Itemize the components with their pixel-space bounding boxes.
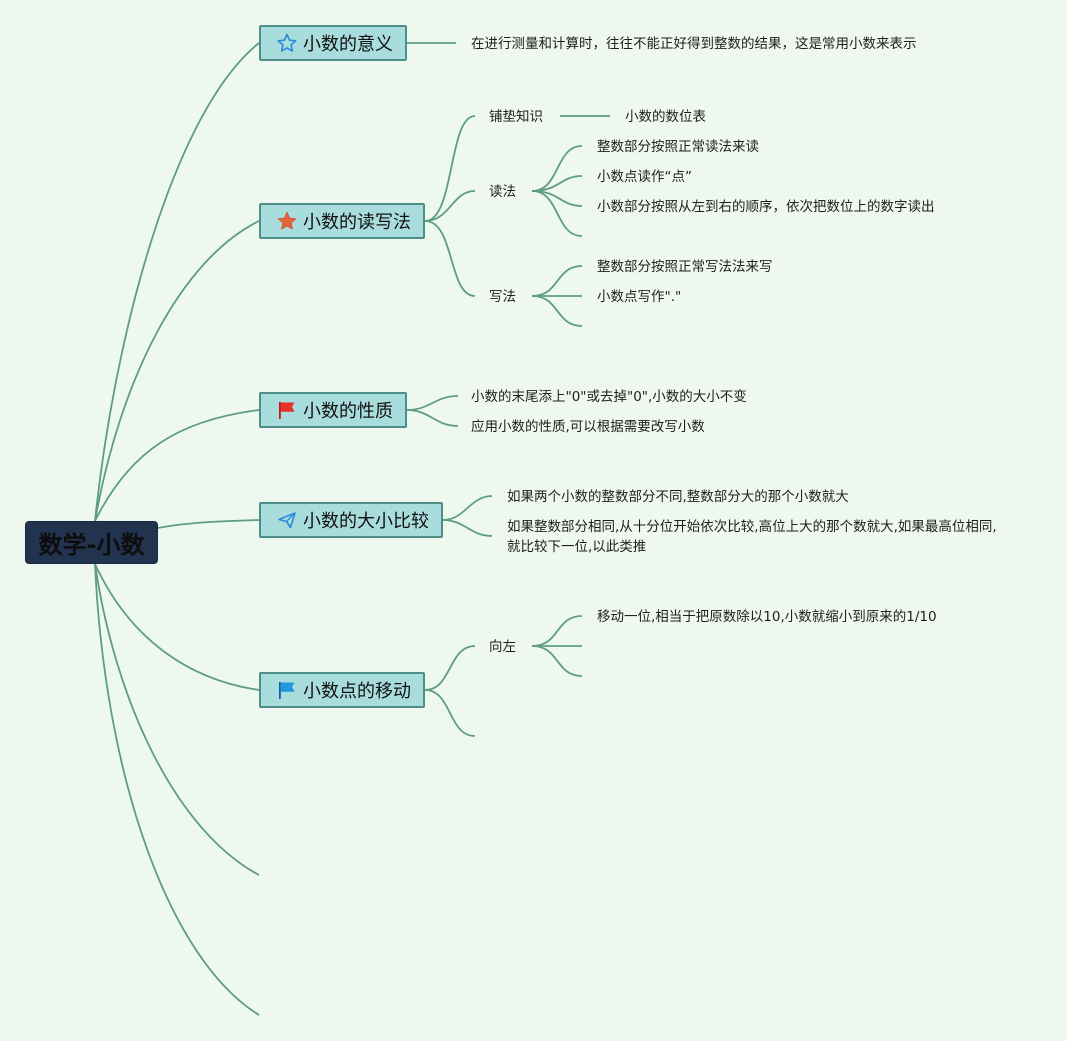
blue-flag-icon: [277, 680, 297, 700]
subtopic-move-left[interactable]: 向左: [489, 639, 516, 655]
subtopic-read[interactable]: 读法: [489, 184, 516, 200]
move-left-item[interactable]: 移动一位,相当于把原数除以10,小数就缩小到原来的1/10: [597, 609, 937, 625]
subtopic-background[interactable]: 铺垫知识: [489, 109, 543, 125]
topic-decimal-point-move[interactable]: 小数点的移动: [259, 672, 425, 708]
topic-meaning[interactable]: 小数的意义: [259, 25, 407, 61]
meaning-description: 在进行测量和计算时，往往不能正好得到整数的结果，这是常用小数来表示: [471, 36, 917, 52]
topic-read-write[interactable]: 小数的读写法: [259, 203, 425, 239]
property-item[interactable]: 小数的末尾添上"0"或去掉"0",小数的大小不变: [471, 389, 747, 405]
topic-label: 小数的性质: [303, 401, 393, 422]
subtopic-write[interactable]: 写法: [489, 289, 516, 305]
leaf-write-item[interactable]: 整数部分按照正常写法法来写: [597, 259, 773, 275]
leaf-read-item[interactable]: 整数部分按照正常读法来读: [597, 139, 759, 155]
leaf-read-item[interactable]: 小数点读作“点”: [597, 169, 692, 185]
compare-item[interactable]: 如果两个小数的整数部分不同,整数部分大的那个小数就大: [507, 489, 849, 505]
leaf-place-value-table[interactable]: 小数的数位表: [625, 109, 706, 125]
topic-label: 小数点的移动: [303, 681, 411, 702]
topic-property[interactable]: 小数的性质: [259, 392, 407, 428]
star-filled-icon: [277, 211, 297, 231]
topic-compare[interactable]: 小数的大小比较: [259, 502, 443, 538]
topic-label: 小数的读写法: [303, 212, 411, 233]
red-flag-icon: [277, 400, 297, 420]
leaf-read-item[interactable]: 小数部分按照从左到右的顺序，依次把数位上的数字读出: [597, 199, 935, 215]
compare-item[interactable]: 如果整数部分相同,从十分位开始依次比较,高位上大的那个数就大,如果最高位相同,就…: [507, 519, 997, 555]
topic-label: 小数的意义: [303, 34, 393, 55]
root-node[interactable]: 数学-小数: [25, 521, 158, 564]
topic-label: 小数的大小比较: [303, 511, 429, 532]
star-outline-icon: [277, 33, 297, 53]
leaf-write-item[interactable]: 小数点写作".": [597, 289, 682, 305]
property-item[interactable]: 应用小数的性质,可以根据需要改写小数: [471, 419, 705, 435]
paper-plane-icon: [277, 510, 297, 530]
